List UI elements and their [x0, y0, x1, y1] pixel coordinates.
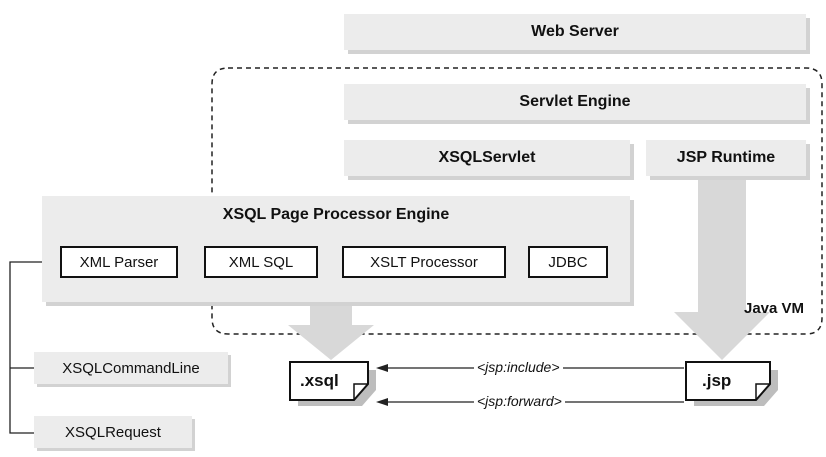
xsql-servlet-layer: XSQLServlet: [344, 140, 630, 176]
web-server-label: Web Server: [531, 23, 619, 40]
jsp-runtime-layer: JSP Runtime: [646, 140, 806, 176]
xsql-request-box: XSQLRequest: [34, 416, 192, 448]
xslt-processor-label: XSLT Processor: [370, 253, 478, 271]
xml-sql-label: XML SQL: [228, 253, 294, 271]
web-server-layer: Web Server: [344, 14, 806, 50]
java-vm-label: Java VM: [744, 300, 805, 317]
jsp-include-label: <jsp:include>: [474, 359, 563, 375]
servlet-engine-layer: Servlet Engine: [344, 84, 806, 120]
xsql-document: [289, 361, 376, 406]
jsp-runtime-label: JSP Runtime: [676, 149, 776, 166]
xsql-command-line-box: XSQLCommandLine: [34, 352, 228, 384]
jsp-file-label: .jsp: [702, 371, 732, 390]
xsql-request-label: XSQLRequest: [65, 423, 161, 441]
servlet-engine-label: Servlet Engine: [519, 93, 631, 110]
java-vm-boundary: [211, 67, 823, 335]
xsql-servlet-label: XSQLServlet: [438, 149, 536, 166]
utility-connector: [9, 261, 42, 434]
xslt-processor-box: XSLT Processor: [342, 246, 506, 278]
jsp-forward-label: <jsp:forward>: [474, 393, 565, 409]
jsp-runtime-arrow: [674, 180, 770, 360]
jdbc-box: JDBC: [528, 246, 608, 278]
xsql-file-label: .xsql: [300, 371, 339, 390]
xml-parser-label: XML Parser: [79, 253, 159, 271]
xsql-command-line-label: XSQLCommandLine: [62, 359, 200, 377]
page-processor-title: XSQL Page Processor Engine: [222, 206, 450, 223]
jsp-document: [685, 361, 778, 406]
xml-parser-box: XML Parser: [60, 246, 178, 278]
processor-arrow: [288, 302, 374, 360]
xml-sql-box: XML SQL: [204, 246, 318, 278]
jdbc-label: JDBC: [548, 253, 588, 271]
